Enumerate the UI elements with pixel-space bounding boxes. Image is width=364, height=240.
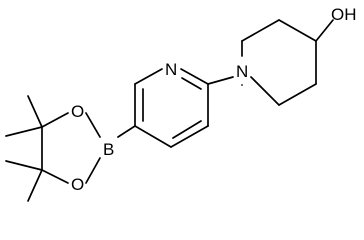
bond-n1-pyridine [207,76,234,85]
bond-n1-c6b [250,76,280,106]
bond-methyl-2 [5,126,43,137]
dioxaborolane-ring [41,112,101,184]
bond-py-c4-c3 [170,125,209,148]
bond-methyl-3 [5,160,43,171]
bond-o-upper-c [41,112,69,128]
bond-c4-oh [315,19,334,42]
piperidine-ring [241,19,334,106]
bond-py-c2-n-inner [181,77,202,90]
bond-py-boron [117,125,136,138]
atom-hydroxyl: OH [331,5,357,24]
atom-oxygen-lower: O [71,175,84,194]
methyl-groups [5,95,43,202]
bond-py-n-c6 [134,68,163,85]
atom-pyridine-nitrogen: N [165,60,177,79]
atom-piperidine-nitrogen: N [236,62,248,81]
atom-oxygen-upper: O [71,102,84,121]
pyridine-ring [134,68,209,148]
bond-c4-c3 [278,19,317,42]
bond-b-o-upper [85,112,101,138]
bond-py-c5-c4 [134,125,172,148]
bond-methyl-1 [27,95,43,128]
bond-c3-c2 [241,19,280,42]
bond-py-c2-n [180,68,209,85]
bond-o-lower-c [41,169,69,184]
bond-c6-c5 [278,83,317,106]
atom-boron: B [103,140,114,159]
bond-methyl-4 [27,169,43,202]
bond-py-c4-c3-inner [172,120,202,139]
bond-b-o-lower [85,157,101,184]
